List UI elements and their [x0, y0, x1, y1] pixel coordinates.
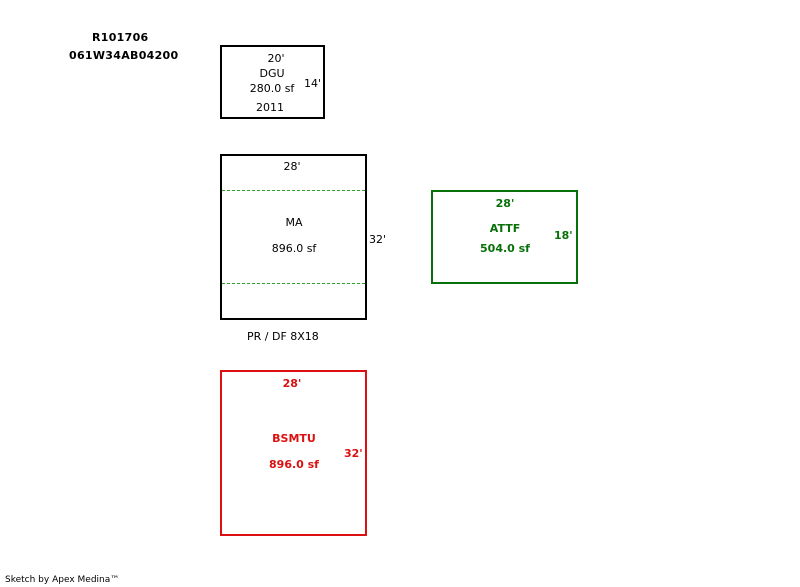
parcel-id: R101706	[92, 31, 149, 44]
dgu-area-label: 280.0 sf	[249, 82, 295, 95]
attf-width-label: 28'	[495, 197, 515, 210]
bsmtu-shape	[220, 370, 367, 536]
dgu-year-label: 2011	[256, 101, 284, 114]
dgu-width-label: 20'	[267, 52, 285, 65]
attf-area-label: 504.0 sf	[480, 242, 530, 255]
ma-name-label: MA	[285, 216, 303, 229]
dgu-shape	[220, 45, 325, 119]
ma-divider-top	[222, 190, 365, 191]
dgu-depth-label: 14'	[304, 77, 322, 90]
bsmtu-width-label: 28'	[282, 377, 302, 390]
attf-name-label: ATTF	[489, 222, 521, 235]
attf-shape	[431, 190, 578, 284]
bsmtu-name-label: BSMTU	[272, 432, 316, 445]
map-number: 061W34AB04200	[69, 49, 179, 62]
ma-shape	[220, 154, 367, 320]
dgu-name-label: DGU	[259, 67, 285, 80]
bsmtu-area-label: 896.0 sf	[269, 458, 319, 471]
ma-note-label: PR / DF 8X18	[247, 330, 319, 343]
attf-depth-label: 18'	[554, 229, 573, 242]
ma-width-label: 28'	[283, 160, 301, 173]
ma-area-label: 896.0 sf	[271, 242, 317, 255]
sketch-credit: Sketch by Apex Medina™	[5, 575, 120, 585]
ma-divider-bottom	[222, 283, 365, 284]
ma-depth-label: 32'	[369, 233, 387, 246]
bsmtu-depth-label: 32'	[344, 447, 363, 460]
